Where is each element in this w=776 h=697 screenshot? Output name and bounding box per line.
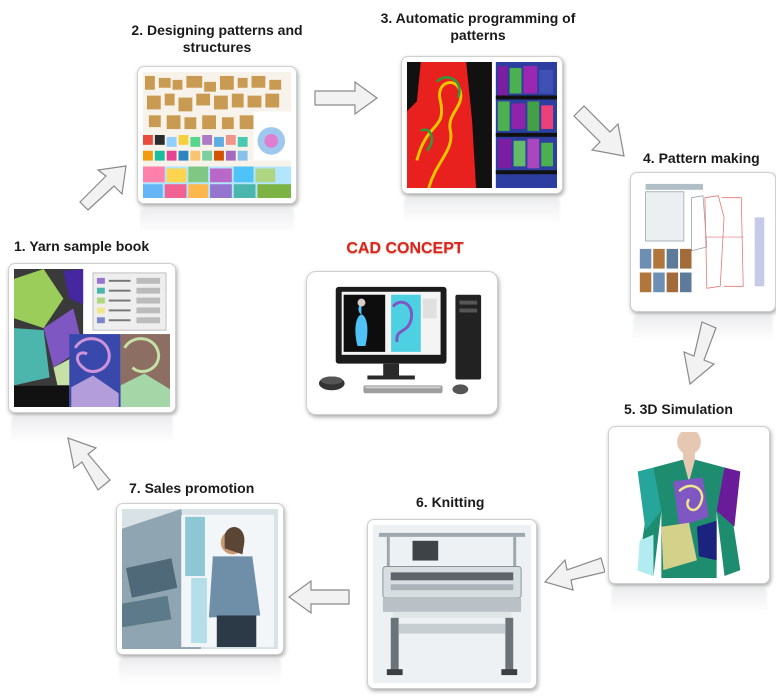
3d-simulation-image — [608, 426, 770, 584]
step-3-label-line2: patterns — [450, 27, 506, 43]
step-6-label: 6. Knitting — [416, 494, 485, 510]
knitting-machine-image — [367, 519, 537, 689]
step-2-label-line1: 2. Designing patterns and — [131, 22, 303, 38]
sales-promotion-image — [116, 503, 284, 655]
cad-concept-title: CAD CONCEPT — [346, 240, 464, 257]
step-7-label: 7. Sales promotion — [129, 480, 255, 496]
yarn-sample-book-reflection — [11, 417, 173, 443]
arrow-4-to-5 — [683, 321, 717, 386]
designing-patterns-reflection — [140, 208, 294, 234]
yarn-sample-book-image — [8, 263, 176, 413]
arrow-2-to-3 — [314, 80, 379, 116]
step-2-label-line2: structures — [182, 39, 252, 55]
step-1-label: 1. Yarn sample book — [14, 238, 150, 254]
arrow-6-to-7 — [287, 579, 350, 615]
cad-workstation-image — [306, 271, 498, 415]
step-4-label: 4. Pattern making — [643, 150, 760, 166]
sales-promotion-reflection — [119, 659, 281, 683]
step-3-label-line1: 3. Automatic programming of — [380, 10, 576, 26]
automatic-programming-image — [401, 56, 563, 194]
automatic-programming-reflection — [404, 198, 560, 224]
3d-simulation-reflection — [611, 588, 767, 614]
arrow-3-to-4 — [573, 105, 625, 157]
arrow-5-to-6 — [543, 557, 605, 591]
pattern-making-image — [630, 172, 776, 312]
designing-patterns-image — [137, 66, 297, 204]
step-2-label: 2. Designing patterns and structures — [112, 22, 322, 56]
step-5-label: 5. 3D Simulation — [624, 401, 733, 417]
arrow-7-to-1 — [67, 437, 111, 491]
step-3-label: 3. Automatic programming of patterns — [362, 10, 594, 44]
arrow-1-to-2 — [79, 165, 127, 211]
